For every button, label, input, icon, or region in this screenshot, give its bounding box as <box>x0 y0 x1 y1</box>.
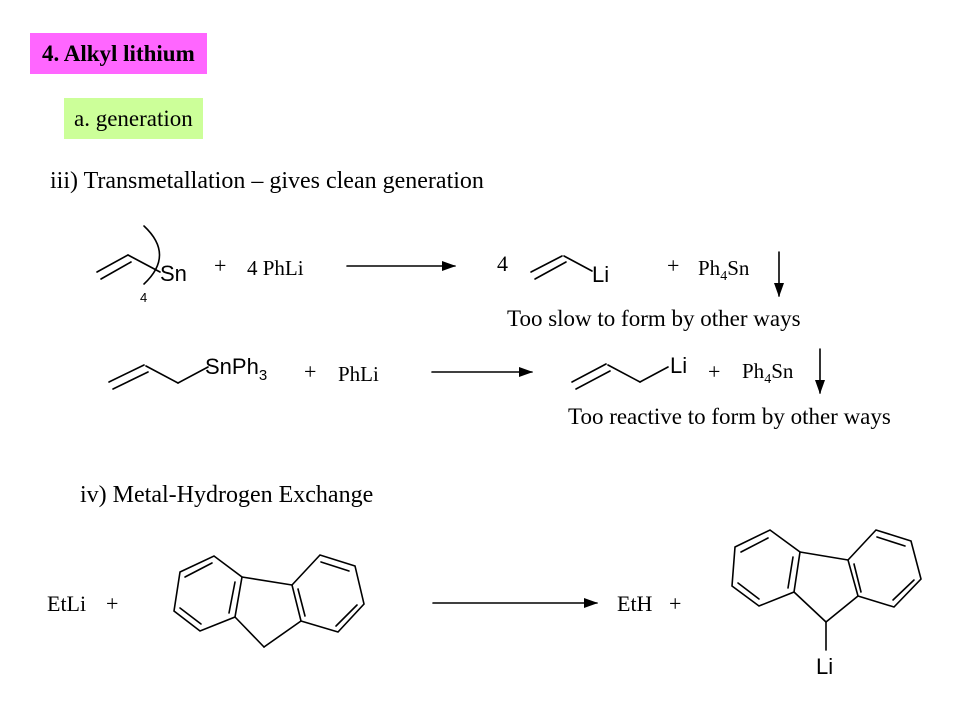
reaction1-byproduct: Ph4Sn <box>698 256 750 284</box>
section-title: 4. Alkyl lithium <box>30 33 207 74</box>
exchange-plus-2: + <box>669 591 681 616</box>
reaction2-reagent: PhLi <box>338 362 379 386</box>
reaction1-plus-2: + <box>667 253 679 278</box>
reactant2-group-label: SnPh3 <box>205 354 267 384</box>
product1-coefficient: 4 <box>497 251 508 276</box>
reaction2-byproduct: Ph4Sn <box>742 359 794 387</box>
reaction2-note: Too reactive to form by other ways <box>568 404 891 429</box>
fluorenyllithium-structure <box>731 529 922 651</box>
reaction1-note: Too slow to form by other ways <box>507 306 801 331</box>
vinyllithium-structure <box>530 255 593 280</box>
allyltriphenyltin-structure <box>108 364 209 390</box>
fluorene-structure <box>173 554 365 648</box>
transmetallation-heading: iii) Transmetallation – gives clean gene… <box>50 168 484 194</box>
product1-metal-label: Li <box>592 262 609 287</box>
exchange-product: EtH <box>617 591 653 616</box>
allyllithium-structure <box>571 363 669 390</box>
exchange-plus-1: + <box>106 591 118 616</box>
product2-metal-label: Li <box>670 353 687 378</box>
tetravinyltin-structure <box>96 225 161 285</box>
subsection-title: a. generation <box>64 98 203 139</box>
reaction2-plus-1: + <box>304 359 316 384</box>
reaction2-plus-2: + <box>708 359 720 384</box>
exchange-heading: iv) Metal-Hydrogen Exchange <box>80 482 374 508</box>
exchange-reagent: EtLi <box>47 591 86 616</box>
exchange-product-metal-label: Li <box>816 654 833 679</box>
reaction1-reagent: 4 PhLi <box>247 256 304 280</box>
reactant1-subscript: 4 <box>140 290 147 305</box>
reactant1-metal-label: Sn <box>160 261 187 286</box>
reaction1-plus-1: + <box>214 253 226 278</box>
